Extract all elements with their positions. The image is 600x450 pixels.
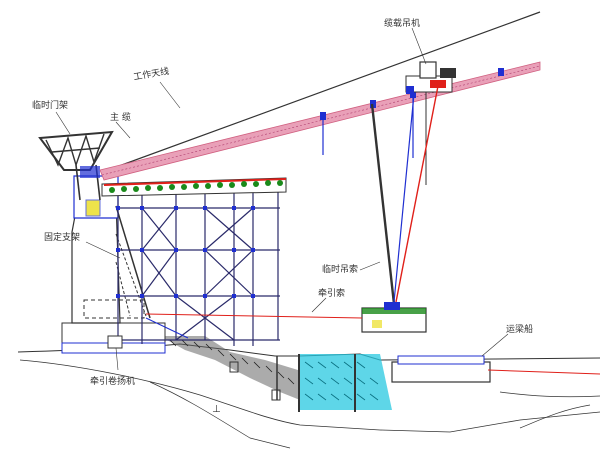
- temp-hanger-rope: [370, 103, 396, 305]
- temp-gantry-truss: [45, 133, 105, 168]
- girder-segments: [109, 180, 283, 193]
- hoist-rope-blue: [393, 93, 415, 303]
- leader-temp-hanger: [359, 261, 381, 271]
- scaffold-tower: [117, 192, 280, 346]
- lifted-segment-beam: [384, 302, 400, 310]
- label-temp-hanger: 临时吊索: [322, 263, 358, 275]
- crane-trolley-body: [419, 61, 437, 79]
- leader-traction-cable: [311, 297, 327, 313]
- gantry-saddle: [80, 166, 100, 178]
- terrain-contour: [19, 359, 600, 433]
- transport-ship-waterline: [487, 369, 600, 375]
- rock-hatch: [169, 339, 295, 385]
- label-main-cable: 主 缆: [110, 111, 131, 123]
- traction-winch: [107, 335, 123, 349]
- terrain-contour-4: [519, 404, 591, 429]
- leader-fixed-support: [85, 241, 121, 259]
- ground-anchor-1: [229, 361, 239, 373]
- label-crane: 缆载吊机: [384, 17, 420, 29]
- lifted-segment-mark: [372, 320, 382, 328]
- label-traction-cable: 牵引索: [318, 287, 345, 299]
- label-fixed-support: 固定支架: [44, 231, 80, 243]
- leader-traction-winch: [115, 347, 119, 371]
- leader-temp-gantry: [55, 111, 71, 135]
- rock-fill: [160, 336, 300, 400]
- leader-transport-ship: [481, 333, 509, 357]
- fixed-support-brace-2: [115, 233, 147, 317]
- temp-gantry-leg-left: [75, 164, 81, 201]
- ground-anchor-2: [271, 389, 281, 401]
- cofferdam-fill: [298, 354, 392, 410]
- transport-ship-deck: [397, 355, 485, 365]
- crane-wheel: [406, 86, 414, 94]
- leader-working-cable: [159, 81, 181, 109]
- girder-deck-top: [103, 178, 287, 186]
- hoist-rope-red: [395, 85, 439, 303]
- transport-ship-hull: [391, 361, 491, 383]
- pier-inner: [83, 299, 145, 319]
- cofferdam-pattern: [304, 361, 379, 401]
- terrain-contour-2: [149, 381, 291, 449]
- leader-crane: [411, 27, 427, 65]
- traction-cable-blue: [145, 317, 189, 339]
- crane-trolley-red: [430, 80, 446, 88]
- working-cable: [107, 11, 541, 171]
- label-working-cable: 工作天线: [132, 65, 170, 83]
- terrain-contour-3: [499, 391, 600, 398]
- pier-saddle: [85, 199, 101, 217]
- fixed-support-brace-3: [115, 261, 131, 317]
- fixed-support-brace-1: [115, 205, 151, 319]
- label-traction-winch: 牵引卷扬机: [90, 375, 135, 387]
- traction-cable: [145, 313, 363, 319]
- label-transport-ship: 运梁船: [506, 323, 533, 335]
- main-cable-center: [101, 65, 541, 176]
- scaffold-joints: [116, 206, 255, 298]
- crane-winch: [440, 68, 456, 78]
- ground-symbol: ⊥: [212, 404, 221, 415]
- leader-main-cable: [115, 121, 131, 139]
- label-temp-gantry: 临时门架: [32, 99, 68, 111]
- lifted-segment-top: [362, 308, 426, 314]
